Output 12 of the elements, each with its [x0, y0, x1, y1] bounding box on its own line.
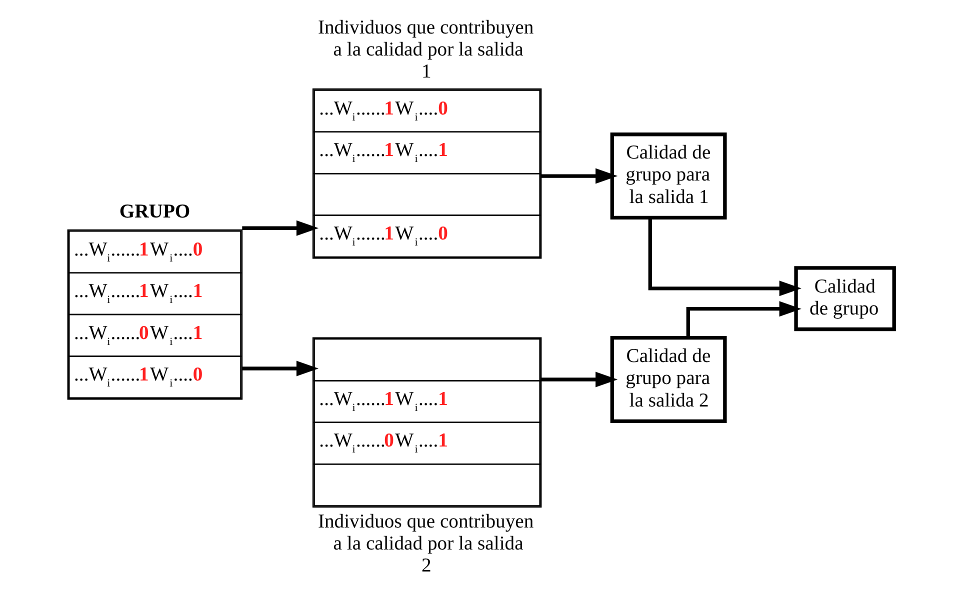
node-label: Individuos que contribuyen a la calidad por la salida 2 — [318, 512, 534, 577]
node-box: Calidad de grupo para la salida 2 — [610, 336, 727, 424]
node-box: Calidad de grupo — [794, 266, 896, 332]
arrow — [242, 360, 319, 376]
arrow — [541, 372, 618, 388]
arrow — [648, 218, 802, 296]
arrow — [242, 220, 319, 236]
node-label: GRUPO — [119, 201, 190, 222]
arrow — [541, 168, 618, 184]
node-label: Individuos que contribuyen a la calidad por la salida 1 — [318, 18, 534, 83]
arrow — [686, 301, 802, 338]
node-box: Calidad de grupo para la salida 1 — [610, 132, 727, 220]
